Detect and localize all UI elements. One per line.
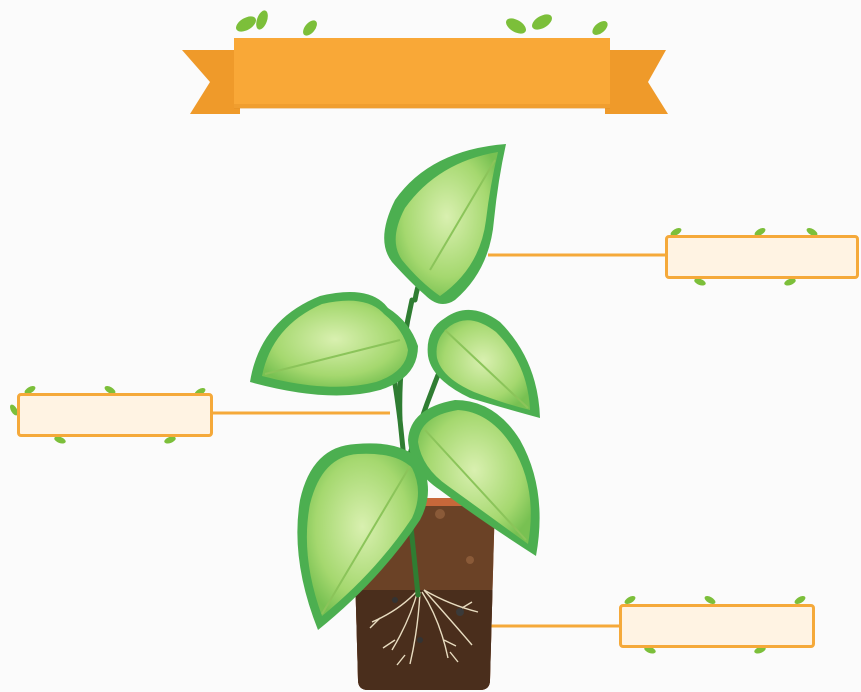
banner-right-tail: [605, 50, 668, 114]
stem-label-box[interactable]: [17, 393, 213, 437]
banner-left-tail: [182, 50, 240, 114]
leaf-label-box[interactable]: [665, 235, 859, 279]
root-label-box[interactable]: [619, 604, 815, 648]
banner-title: [236, 40, 608, 106]
banner-sprouts-decoration: [233, 9, 610, 38]
